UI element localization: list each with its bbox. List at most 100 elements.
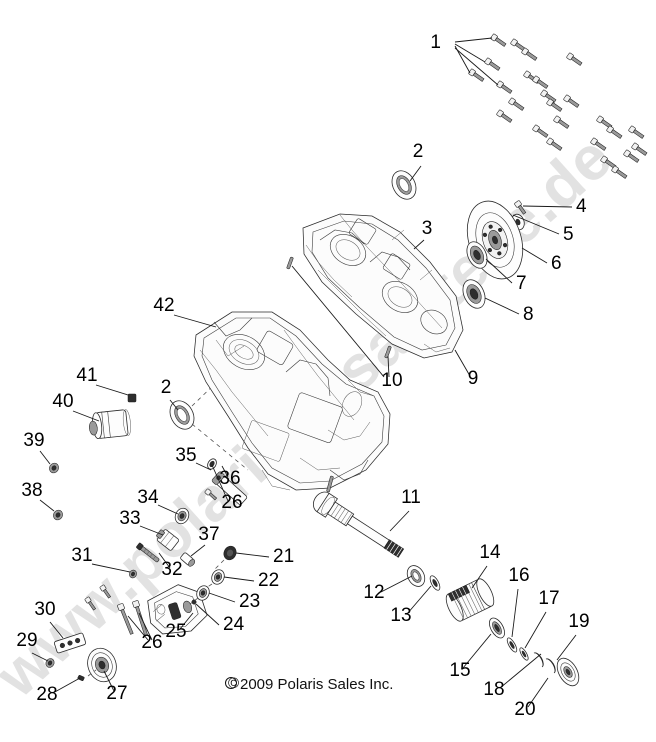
callout-31: 31 [71, 545, 131, 573]
screw-31 [129, 569, 137, 579]
leader-line [211, 464, 229, 502]
leader-line [556, 634, 577, 661]
callout-12: 12 [363, 575, 413, 603]
leader-line [235, 552, 270, 558]
oil-seal-upper [391, 170, 417, 200]
collar-12 [406, 565, 426, 587]
leader-line [527, 677, 549, 708]
leader-line [471, 565, 488, 589]
callout-number-28: 28 [36, 684, 57, 705]
callout-number-2: 2 [161, 377, 172, 398]
leader-line [484, 297, 520, 315]
leader-line [127, 615, 149, 641]
callout-number-20: 20 [514, 699, 535, 720]
snapring-19 [545, 658, 556, 674]
callout-number-41: 41 [76, 365, 97, 386]
callout-number-12: 12 [363, 582, 384, 603]
callout-17: 17 [524, 588, 560, 649]
oil-seal-lower [169, 400, 195, 430]
callout-42: 42 [153, 295, 217, 328]
callout-number-31: 31 [71, 545, 92, 566]
bolt-39 [49, 462, 59, 474]
leader-line [512, 214, 560, 235]
callout-8: 8 [484, 297, 534, 325]
copyright-text: 2009 Polaris Sales Inc. [240, 676, 393, 693]
bracket-30 [54, 632, 86, 654]
callout-19: 19 [556, 611, 590, 661]
leader-line [195, 603, 220, 626]
leader-line [291, 265, 385, 378]
callout-number-38: 38 [21, 480, 42, 501]
callout-number-30: 30 [34, 599, 55, 620]
snapring-18 [533, 652, 544, 668]
leader-line [95, 384, 129, 396]
leader-line [454, 37, 493, 43]
leader-line [380, 575, 413, 593]
leader-line [413, 239, 425, 250]
shift-housing-25 [147, 584, 208, 635]
leader-line [389, 510, 410, 532]
bushing-23 [196, 585, 210, 601]
bolt-38 [53, 509, 63, 521]
callout-36: 36 [219, 465, 241, 489]
nut-22 [211, 569, 225, 585]
callout-number-1: 1 [430, 32, 441, 53]
leader-line [39, 450, 51, 465]
callout-2: 2 [409, 141, 424, 182]
callout-7: 7 [485, 258, 527, 294]
spring-21 [223, 545, 237, 561]
copyright-symbol: © [228, 675, 239, 692]
callout-number-2: 2 [413, 141, 424, 162]
callout-number-11: 11 [401, 487, 421, 508]
leader-line [158, 552, 171, 569]
leader-line [157, 504, 179, 515]
crankcase-upper [286, 213, 464, 359]
leader-line [190, 544, 206, 557]
leader-line [511, 588, 519, 638]
dowel-pin-10 [326, 475, 334, 493]
bearing-20 [556, 657, 580, 687]
callout-number-29: 29 [16, 630, 37, 651]
callout-22: 22 [223, 570, 279, 591]
callout-18: 18 [483, 653, 542, 700]
leader-line [52, 677, 81, 694]
callout-9: 9 [454, 349, 479, 389]
callout-41: 41 [76, 365, 129, 396]
callout-number-26: 26 [221, 492, 242, 513]
leader-line [91, 563, 131, 573]
sensor-37 [180, 552, 196, 567]
callout-number-19: 19 [568, 611, 589, 632]
callout-5: 5 [512, 214, 574, 245]
callout-35: 35 [175, 445, 212, 471]
callout-number-39: 39 [23, 430, 44, 451]
sensor-40 [88, 409, 131, 440]
pin-24 [191, 599, 197, 605]
leader-line [39, 499, 55, 512]
callout-number-10: 10 [381, 370, 402, 391]
callout-20: 20 [514, 677, 549, 720]
callout-number-15: 15 [449, 660, 470, 681]
callout-16: 16 [508, 565, 530, 638]
callout-number-9: 9 [468, 368, 479, 389]
callout-number-33: 33 [119, 508, 140, 529]
callout-number-37: 37 [198, 524, 219, 545]
leader-line [454, 43, 486, 63]
callout-3: 3 [413, 218, 432, 250]
callout-number-17: 17 [538, 588, 559, 609]
leader-line [208, 592, 236, 603]
leader-line [485, 258, 513, 284]
bushing-15 [489, 617, 505, 639]
leader-line [169, 399, 179, 411]
callout-15: 15 [449, 633, 492, 681]
callout-14: 14 [471, 542, 501, 589]
callout-number-27: 27 [106, 683, 127, 704]
callout-number-14: 14 [479, 542, 501, 563]
leader-line [454, 349, 471, 377]
callout-number-34: 34 [137, 487, 159, 508]
leader-line [139, 525, 164, 536]
nut-34 [174, 507, 190, 525]
callout-number-16: 16 [508, 565, 529, 586]
leader-line [221, 465, 229, 478]
callout-number-7: 7 [516, 273, 527, 294]
